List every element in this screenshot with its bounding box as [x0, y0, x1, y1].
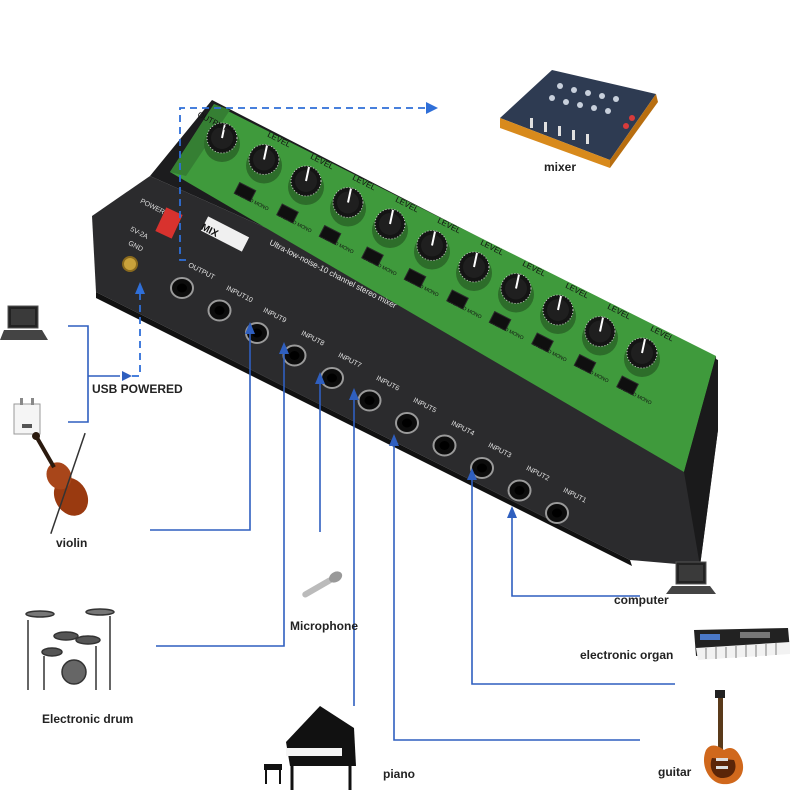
line-computer [511, 512, 640, 597]
jack-hole [439, 441, 450, 450]
arrow-drum [279, 342, 289, 354]
knob-indicator [263, 145, 268, 160]
knob-indicator [515, 274, 520, 289]
device-front-face [92, 176, 718, 566]
input-jacks [170, 277, 569, 524]
jack-hole [402, 418, 412, 428]
device-side-face [684, 356, 718, 566]
arrow-organ [467, 468, 477, 480]
mono-stereo-button[interactable] [488, 310, 512, 332]
violin-icon [32, 432, 89, 534]
mono-stereo-button[interactable] [318, 224, 342, 246]
jack-hole [252, 328, 262, 338]
arrow-usb [122, 371, 132, 381]
piano-icon [264, 706, 356, 790]
line-drum [156, 350, 285, 647]
mono-stereo-button[interactable] [276, 203, 299, 224]
computer-icon [666, 561, 716, 594]
line-laptop [68, 325, 89, 423]
mono-stereo-button[interactable] [233, 181, 257, 203]
jack-hole [552, 508, 562, 518]
guitar-icon [703, 690, 744, 785]
power-switch[interactable] [155, 207, 183, 239]
knob-indicator [557, 295, 562, 311]
jack-hole [289, 351, 300, 360]
knob-indicator [599, 317, 604, 332]
dashed-output [179, 107, 426, 261]
jack-hole [327, 373, 337, 383]
microphone-icon [302, 571, 343, 598]
computer-label: computer [614, 593, 669, 607]
usb-charger-icon [13, 398, 41, 435]
knob-indicator [389, 209, 394, 225]
mono-stereo-button[interactable] [573, 353, 597, 375]
mono-stereo-button[interactable] [446, 289, 469, 310]
mixer-device [92, 100, 718, 566]
electronic-drum-label: Electronic drum [42, 712, 134, 726]
arrow-output [426, 102, 438, 114]
knob-indicator [431, 231, 436, 246]
knob-indicator [473, 252, 478, 268]
jack-hole [364, 396, 375, 405]
arrow-piano [349, 388, 359, 400]
mono-stereo-button[interactable] [616, 375, 639, 396]
dashed-usb [132, 290, 141, 377]
jack-hole [514, 486, 525, 495]
arrow-violin [245, 322, 255, 334]
arrow-mic [315, 372, 325, 384]
mono-stereo-button[interactable] [361, 246, 384, 267]
knob-indicator [641, 338, 646, 354]
arrow-guitar [389, 434, 399, 446]
arrowheads [122, 322, 517, 518]
mono-stereo-button[interactable] [531, 332, 554, 353]
device-panel-shade [170, 104, 230, 176]
line-violin [150, 330, 251, 531]
line-guitar [393, 440, 640, 741]
microphone-label: Microphone [290, 619, 358, 633]
dashed-lines [132, 107, 426, 377]
jack-hole [177, 283, 187, 293]
knob-indicator [347, 188, 352, 203]
mono-stereo-button[interactable] [403, 267, 427, 289]
piano-label: piano [383, 767, 415, 781]
power-jack[interactable] [122, 256, 138, 272]
drum-icon [25, 608, 115, 690]
arrow-power [135, 282, 145, 294]
brand-logo-box [200, 216, 250, 252]
level-knobs [204, 122, 660, 377]
knob-indicator [221, 123, 226, 139]
keyboard-icon [694, 628, 790, 660]
mixer-console-icon [500, 70, 658, 168]
laptop-icon [0, 305, 48, 340]
usb-powered-label: USB POWERED [92, 382, 183, 396]
violin-label: violin [56, 536, 88, 550]
jack-hole [214, 306, 225, 315]
mixer-label: mixer [544, 160, 577, 174]
line-organ [471, 474, 675, 685]
device-bottom-edge [96, 292, 632, 566]
electronic-organ-label: electronic organ [580, 648, 674, 662]
connection-lines [68, 325, 675, 741]
mono-stereo-buttons [233, 181, 639, 396]
guitar-label: guitar [658, 765, 692, 779]
jack-hole [477, 463, 487, 473]
knob-indicator [305, 166, 310, 182]
arrow-computer [507, 506, 517, 518]
